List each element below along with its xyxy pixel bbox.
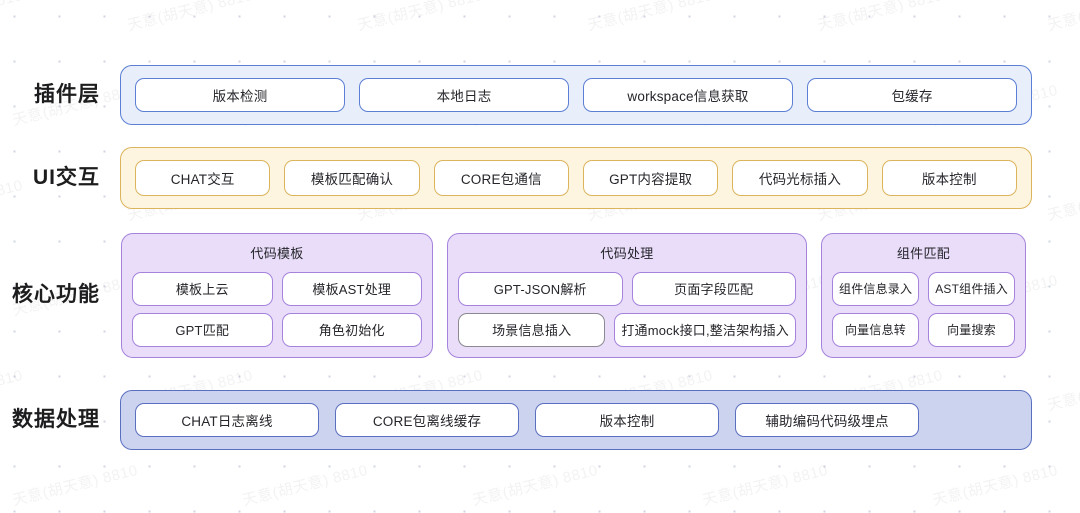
chip-core-component-1[interactable]: AST组件插入 [928, 271, 1015, 306]
chip-ui-2[interactable]: CORE包通信 [433, 160, 569, 196]
chip-data-0[interactable]: CHAT日志离线 [135, 403, 319, 437]
core-group-title-component-match: 组件匹配 [896, 245, 951, 261]
core-group-line: GPT匹配 角色初始化 [132, 312, 422, 347]
core-group-line: 场景信息插入 打通mock接口,整洁架构插入 [458, 312, 796, 347]
chip-ui-1[interactable]: 模板匹配确认 [284, 160, 420, 196]
chip-core-process-1[interactable]: 页面字段匹配 [631, 271, 796, 306]
layer-label-ui: UI交互 [33, 166, 100, 190]
chip-core-template-3[interactable]: 角色初始化 [281, 312, 422, 347]
layer-row-plugin: 插件层 版本检测 本地日志 workspace信息获取 包缓存 [0, 62, 1080, 128]
chip-data-1[interactable]: CORE包离线缓存 [335, 403, 519, 437]
layer-row-ui: UI交互 CHAT交互 模板匹配确认 CORE包通信 GPT内容提取 代码光标插… [0, 146, 1080, 210]
chip-plugin-1[interactable]: 本地日志 [359, 78, 569, 112]
core-group-grid-code-process: GPT-JSON解析 页面字段匹配 场景信息插入 打通mock接口,整洁架构插入 [458, 271, 796, 347]
core-group-line: 向量信息转 向量搜索 [832, 312, 1015, 347]
chip-ui-4[interactable]: 代码光标插入 [732, 160, 868, 196]
core-group-grid-code-template: 模板上云 模板AST处理 GPT匹配 角色初始化 [132, 271, 422, 347]
layer-band-data: CHAT日志离线 CORE包离线缓存 版本控制 辅助编码代码级埋点 [120, 390, 1032, 450]
layer-label-core: 核心功能 [12, 283, 100, 307]
layer-band-plugin: 版本检测 本地日志 workspace信息获取 包缓存 [120, 65, 1032, 125]
layer-label-data: 数据处理 [12, 408, 100, 432]
layer-label-plugin: 插件层 [34, 83, 100, 107]
layer-row-data: 数据处理 CHAT日志离线 CORE包离线缓存 版本控制 辅助编码代码级埋点 [0, 385, 1080, 455]
chip-ui-0[interactable]: CHAT交互 [135, 160, 271, 196]
core-group-component-match: 组件匹配 组件信息录入 AST组件插入 向量信息转 向量搜索 [821, 232, 1026, 358]
chip-ui-5[interactable]: 版本控制 [881, 160, 1017, 196]
chip-plugin-3[interactable]: 包缓存 [807, 78, 1017, 112]
chip-core-template-1[interactable]: 模板AST处理 [281, 271, 422, 306]
chip-core-component-0[interactable]: 组件信息录入 [832, 271, 920, 306]
chip-plugin-0[interactable]: 版本检测 [135, 78, 345, 112]
chip-data-3[interactable]: 辅助编码代码级埋点 [735, 403, 919, 437]
core-group-line: 模板上云 模板AST处理 [132, 271, 422, 306]
layer-band-core: 代码模板 模板上云 模板AST处理 GPT匹配 角色初始化 代码处理 [120, 232, 1032, 359]
core-group-title-code-process: 代码处理 [600, 245, 654, 261]
chip-core-template-2[interactable]: GPT匹配 [132, 312, 273, 347]
core-group-title-code-template: 代码模板 [250, 245, 304, 261]
chip-core-process-3[interactable]: 打通mock接口,整洁架构插入 [614, 312, 796, 347]
chip-plugin-2[interactable]: workspace信息获取 [583, 78, 793, 112]
layer-row-core: 核心功能 代码模板 模板上云 模板AST处理 GPT匹配 角色初始化 代码处理 [0, 230, 1080, 360]
chip-core-process-2[interactable]: 场景信息插入 [458, 312, 606, 347]
core-group-code-process: 代码处理 GPT-JSON解析 页面字段匹配 场景信息插入 打通mock接口,整… [447, 232, 807, 358]
core-group-line: 组件信息录入 AST组件插入 [832, 271, 1015, 306]
core-group-line: GPT-JSON解析 页面字段匹配 [458, 271, 796, 306]
chip-core-process-0[interactable]: GPT-JSON解析 [458, 271, 623, 306]
chip-core-component-2[interactable]: 向量信息转 [832, 312, 919, 347]
chip-data-2[interactable]: 版本控制 [535, 403, 719, 437]
core-group-code-template: 代码模板 模板上云 模板AST处理 GPT匹配 角色初始化 [121, 232, 433, 358]
chip-core-component-3[interactable]: 向量搜索 [927, 312, 1015, 347]
layer-band-ui: CHAT交互 模板匹配确认 CORE包通信 GPT内容提取 代码光标插入 版本控… [120, 147, 1032, 209]
chip-core-template-0[interactable]: 模板上云 [132, 271, 273, 306]
core-group-grid-component-match: 组件信息录入 AST组件插入 向量信息转 向量搜索 [832, 271, 1015, 347]
chip-ui-3[interactable]: GPT内容提取 [582, 160, 719, 196]
